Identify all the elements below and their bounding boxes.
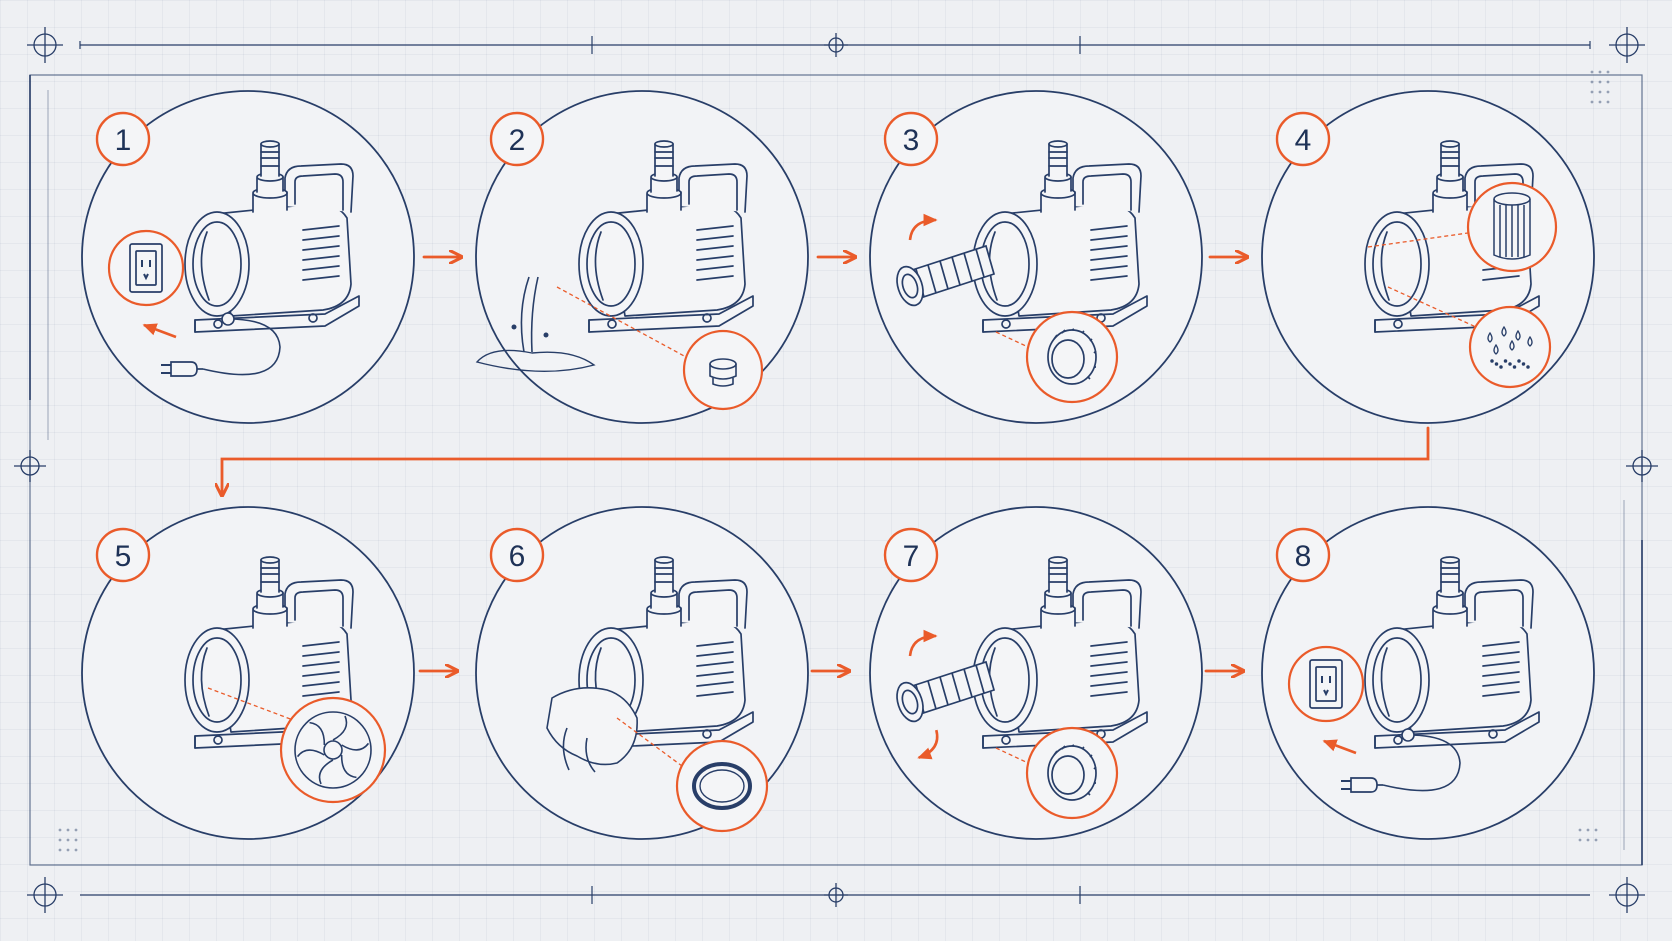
cloth-hand-icon	[546, 687, 638, 773]
registration-mark-icon	[1626, 450, 1658, 482]
drain-plug-inset	[682, 329, 764, 411]
registration-mark-icon	[27, 27, 63, 63]
step-8: 8	[1261, 506, 1595, 840]
step-number: 6	[509, 540, 526, 573]
arrow-icon	[1322, 739, 1357, 755]
step-number: 4	[1295, 124, 1312, 157]
step-3: 3	[869, 90, 1203, 424]
registration-mark-icon	[27, 877, 63, 913]
wall-outlet-icon	[1309, 659, 1343, 709]
arrow-icon	[142, 323, 177, 339]
filter-sponge-icon	[1493, 192, 1531, 260]
step-number: 7	[903, 540, 920, 573]
o-ring-inset	[675, 739, 769, 833]
step-number: 1	[115, 124, 132, 157]
row-connector-arrow	[222, 426, 1430, 494]
step-7: 7	[869, 506, 1203, 840]
wall-outlet-icon	[129, 243, 163, 293]
step-number-badge	[95, 111, 151, 167]
registration-mark-icon	[14, 450, 46, 482]
step-number-badge	[489, 527, 545, 583]
step-4: 4	[1261, 90, 1595, 424]
step-number: 2	[509, 124, 526, 157]
step-number-badge	[883, 527, 939, 583]
registration-mark-icon	[1609, 877, 1645, 913]
impeller-icon	[294, 711, 372, 789]
step-number-badge	[1275, 527, 1331, 583]
registration-mark-icon	[1609, 27, 1645, 63]
step-5: 5	[81, 506, 415, 840]
flow-arrows	[222, 257, 1430, 671]
step-number-badge	[95, 527, 151, 583]
step-number: 5	[115, 540, 132, 573]
cap-icon	[1047, 744, 1097, 801]
registration-mark-icon	[824, 33, 848, 57]
step-number-badge	[883, 111, 939, 167]
registration-mark-icon	[824, 883, 848, 907]
step-6: 6	[475, 506, 809, 840]
step-number: 8	[1295, 540, 1312, 573]
cap-icon	[1047, 328, 1097, 385]
dot-grid-decoration	[58, 70, 1610, 852]
step-number-badge	[1275, 111, 1331, 167]
drain-plug-icon	[709, 358, 737, 387]
debris-icon	[1487, 325, 1533, 369]
step-panels: 1 2 3 4 5 6 7 8	[81, 90, 1595, 840]
registration-marks	[14, 27, 1658, 913]
step-number-badge	[489, 111, 545, 167]
water-drain-icon	[475, 276, 596, 373]
step-1: 1	[81, 90, 415, 424]
o-ring-icon	[692, 762, 752, 810]
step-number: 3	[903, 124, 920, 157]
step-2: 2	[475, 90, 809, 424]
